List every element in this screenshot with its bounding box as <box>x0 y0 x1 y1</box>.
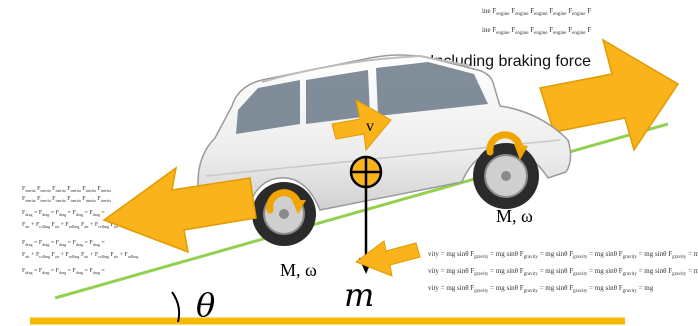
car-window-rear <box>236 80 300 134</box>
svg-text:ine Fengine Fengine Fengine Fe: ine Fengine Fengine Fengine Fengine Feng… <box>482 26 591 36</box>
velocity-arrow <box>331 99 392 152</box>
front-wheel-rotation-icon <box>486 131 528 160</box>
gravity-force-text: vity = mg sinθ Fgravity = mg sinθ Fgravi… <box>428 250 698 294</box>
braking-label: Including braking force <box>430 53 591 70</box>
rear-wheel-rotation-icon <box>266 189 306 214</box>
engine-force-text: ine Fengine Fengine Fengine Fengine Feng… <box>482 7 591 36</box>
resistance-force-text: Finertia Finertia Finertia Finertia Fine… <box>22 186 138 275</box>
car-window-mid <box>306 70 370 124</box>
torque-rear-label: M, ω <box>280 260 317 280</box>
resistance-force-arrow <box>102 166 257 254</box>
angle-arc <box>171 291 181 323</box>
velocity-label: v <box>366 118 374 135</box>
mass-label: m <box>344 276 374 314</box>
svg-text:vity = mg sinθ Fgravity = mg s: vity = mg sinθ Fgravity = mg sinθ Fgravi… <box>428 267 698 277</box>
svg-text:Fdrag = Fdrag = Fdrag =: Fdrag = Fdrag = Fdrag = Fdrag = Fdrag = <box>22 268 105 275</box>
center-of-mass-icon <box>349 155 383 274</box>
svg-text:Fair + Frolling Fair + Frollin: Fair + Frolling Fair + Frolling Fair + F… <box>22 252 138 259</box>
car-window-front <box>376 62 488 116</box>
svg-text:ine Fengine Fengine Fengine Fe: ine Fengine Fengine Fengine Fengine Feng… <box>482 7 591 17</box>
svg-text:Finertia Finertia Finertia Fin: Finertia Finertia Finertia Finertia Fine… <box>22 186 111 193</box>
engine-force-arrow <box>539 38 680 152</box>
suv-car <box>197 54 572 246</box>
svg-text:Finertia Finertia Finertia Fin: Finertia Finertia Finertia Finertia Fine… <box>22 196 111 203</box>
svg-text:vity = mg sinθ Fgravity = mg s: vity = mg sinθ Fgravity = mg sinθ Fgravi… <box>428 250 698 260</box>
gravity-component-arrow <box>354 240 421 277</box>
angle-label: θ <box>196 286 215 324</box>
torque-front-label: M, ω <box>496 206 533 226</box>
svg-text:Fdrag = Fdrag = Fdrag =: Fdrag = Fdrag = Fdrag = Fdrag = Fdrag = <box>22 210 105 217</box>
svg-text:vity = mg sinθ Fgravity = mg s: vity = mg sinθ Fgravity = mg sinθ Fgravi… <box>428 284 654 294</box>
svg-text:Fdrag = Fdrag = Fdrag =: Fdrag = Fdrag = Fdrag = Fdrag = Fdrag = <box>22 240 105 247</box>
